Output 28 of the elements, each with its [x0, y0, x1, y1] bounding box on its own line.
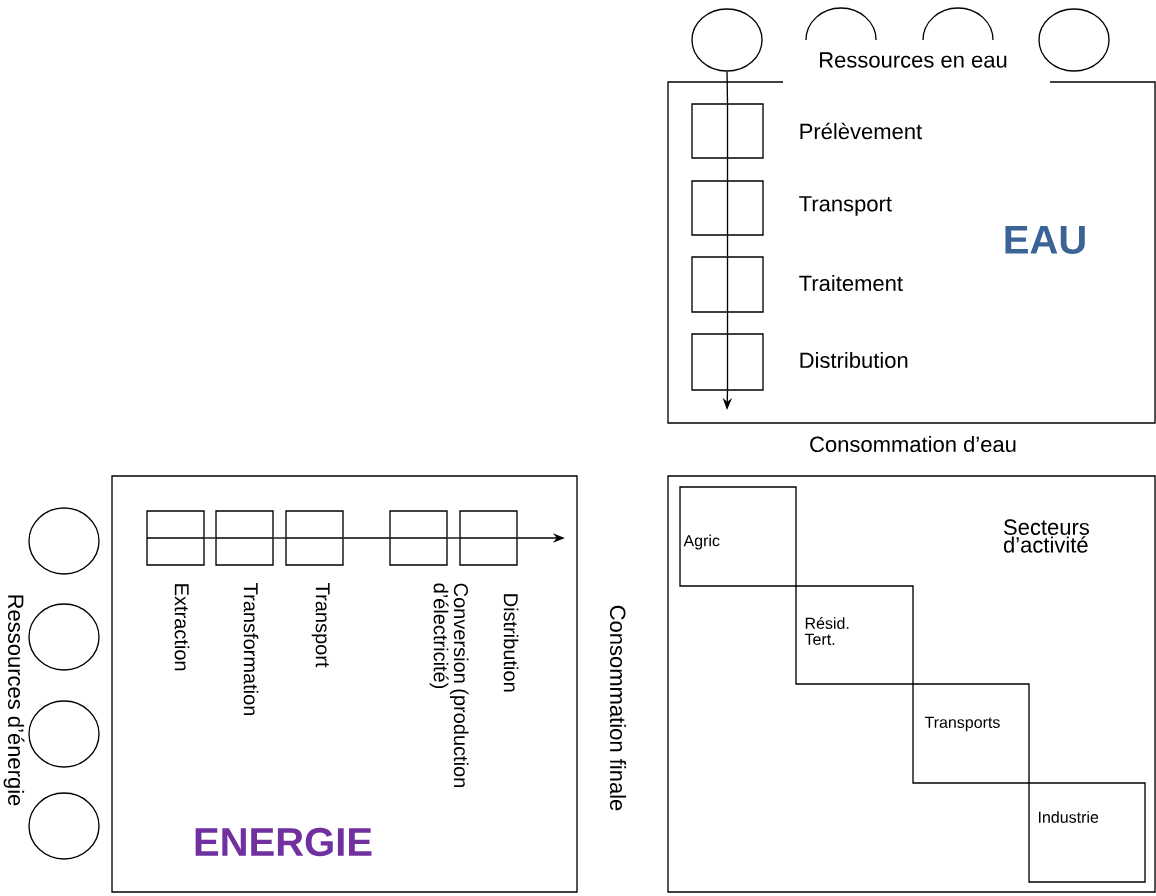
domain-title: ENERGIE — [195, 827, 372, 857]
step-label: Extraction — [174, 584, 190, 671]
step-label: Transport — [311, 583, 330, 668]
resource-circle — [28, 792, 100, 860]
frame-title: Secteurs d’activité — [1003, 519, 1090, 553]
resource-circle — [1038, 8, 1110, 72]
step-label: Traitement — [799, 274, 903, 292]
resource-circle — [28, 700, 100, 768]
sector-box: Agric — [679, 486, 797, 587]
step-label: Distribution — [800, 351, 908, 369]
resource-circle — [691, 8, 763, 72]
resource-label: Ressources d’énergie — [3, 595, 25, 806]
sector-box: Transports — [912, 683, 1030, 784]
resource-arc — [922, 7, 994, 41]
sector-box: Industrie — [1028, 782, 1146, 883]
step-label: Prélèvement — [800, 122, 922, 140]
resource-circle — [28, 603, 100, 671]
consumption-label: Consommation finale — [609, 605, 627, 811]
sector-box: Résid. Tert. — [795, 585, 914, 685]
domain-title: EAU — [1005, 226, 1085, 254]
step-label: Conversion (production d’électricité) — [429, 583, 469, 787]
resource-label: Ressources en eau — [820, 52, 1007, 68]
resource-arc — [805, 7, 877, 41]
consumption-label: Consommation d’eau — [810, 435, 1016, 453]
step-label: Transformation — [243, 583, 259, 716]
step-label: Transport — [799, 196, 892, 216]
resource-circle — [28, 507, 100, 575]
step-label: Distribution — [503, 594, 519, 692]
